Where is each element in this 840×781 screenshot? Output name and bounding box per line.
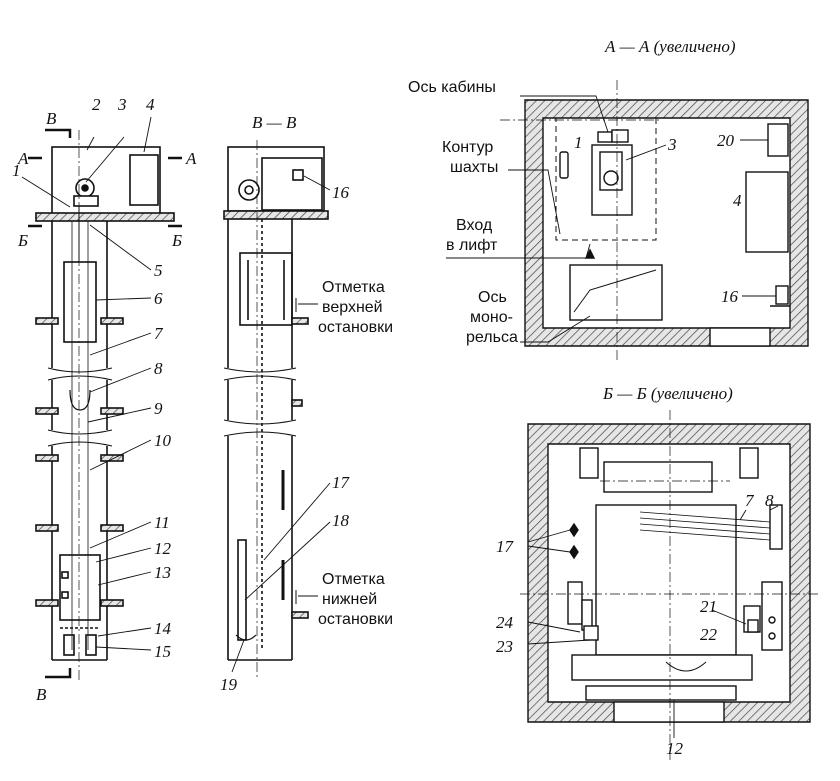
section-vv-labels: В — В 16 17 18 19 Отметка верхней остано… [220, 113, 393, 694]
callout-6: 6 [154, 289, 163, 308]
section-bb [520, 410, 820, 760]
callout-7-bb: 7 [745, 491, 755, 510]
callout-3: 3 [117, 95, 127, 114]
callout-8: 8 [154, 359, 163, 378]
elevation-callouts: 1 2 3 4 5 6 7 8 9 10 11 12 13 14 15 А А … [12, 95, 197, 704]
section-bb-title: Б — Б (увеличено) [602, 384, 733, 403]
entrance-label-2: в лифт [446, 237, 498, 254]
monorail-label-2: моно- [470, 309, 513, 326]
entrance-label-1: Вход [456, 217, 493, 234]
shaft-contour-label-2: шахты [450, 159, 498, 176]
shaft-contour-label-1: Контур [442, 139, 493, 156]
callout-5: 5 [154, 261, 163, 280]
callout-9: 9 [154, 399, 163, 418]
cut-mark-v-top: В [46, 109, 57, 128]
upper-stop-label-3: остановки [318, 319, 393, 336]
machine-room-slab [35, 212, 175, 222]
lower-stop-label-2: нижней [322, 591, 377, 608]
callout-14: 14 [154, 619, 172, 638]
callout-3-aa: 3 [667, 135, 677, 154]
section-bb-labels: Б — Б (увеличено) 17 7 8 21 22 24 23 12 [496, 384, 774, 758]
callout-12: 12 [154, 539, 172, 558]
section-vv [223, 140, 331, 680]
callout-16-aa: 16 [721, 287, 739, 306]
callout-4-aa: 4 [733, 191, 742, 210]
callout-1: 1 [12, 161, 21, 180]
callout-7: 7 [154, 324, 164, 343]
shaft-elevation [21, 116, 182, 680]
vv-cabin [239, 252, 293, 326]
control-cabinet-4 [129, 154, 159, 206]
upper-stop-label-2: верхней [322, 299, 383, 316]
callout-23: 23 [496, 637, 513, 656]
callout-16-vv: 16 [332, 183, 350, 202]
monorail-label-3: рельса [466, 329, 518, 346]
callout-11: 11 [154, 513, 170, 532]
cut-mark-a-left: А [17, 149, 29, 168]
callout-24: 24 [496, 613, 514, 632]
callout-15: 15 [154, 642, 171, 661]
callout-2: 2 [92, 95, 101, 114]
cut-mark-v-bottom: В [36, 685, 47, 704]
callout-13: 13 [154, 563, 171, 582]
cabin-6 [63, 261, 97, 343]
aa-winch [591, 144, 633, 216]
cut-mark-a-right: А [185, 149, 197, 168]
lower-stop-label-1: Отметка [322, 571, 385, 588]
section-aa-labels: А — А (увеличено) Ось кабины Контур шахт… [408, 37, 742, 346]
section-aa-title: А — А (увеличено) [604, 37, 736, 56]
cut-mark-b-right: Б [171, 231, 182, 250]
lower-stop-label-3: остановки [318, 611, 393, 628]
bb-walls [527, 423, 811, 723]
cabin-axis-label: Ось кабины [408, 79, 496, 96]
callout-20: 20 [717, 131, 735, 150]
callout-17-bb: 17 [496, 537, 515, 556]
callout-1-aa: 1 [574, 133, 583, 152]
cut-mark-b-left: Б [17, 231, 28, 250]
callout-8-bb: 8 [765, 491, 774, 510]
monorail-label-1: Ось [478, 289, 507, 306]
upper-stop-label-1: Отметка [322, 279, 385, 296]
callout-18-vv: 18 [332, 511, 350, 530]
section-aa [446, 80, 809, 360]
callout-12-bb: 12 [666, 739, 684, 758]
callout-10: 10 [154, 431, 172, 450]
callout-4: 4 [146, 95, 155, 114]
section-vv-title: В — В [252, 113, 297, 132]
callout-22: 22 [700, 625, 718, 644]
shaft-contour [555, 117, 657, 241]
callout-19: 19 [220, 675, 238, 694]
callout-17-vv: 17 [332, 473, 351, 492]
counterweight-13 [59, 554, 101, 621]
callout-21: 21 [700, 597, 717, 616]
